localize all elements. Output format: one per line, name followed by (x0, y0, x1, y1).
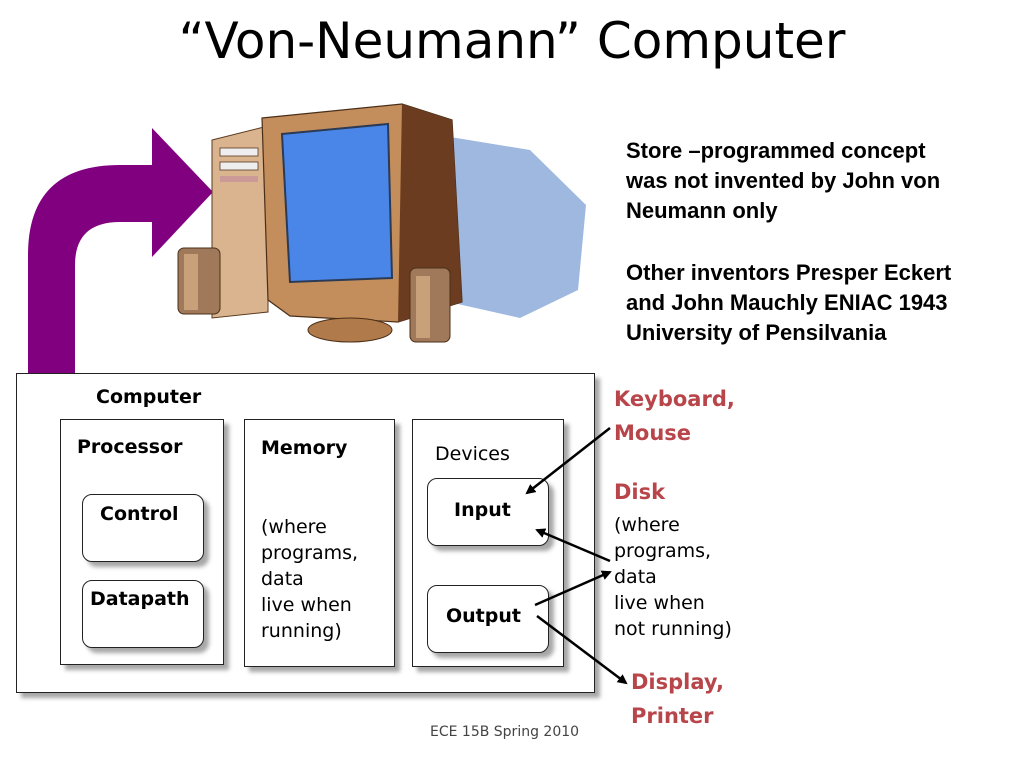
note-line: and John Mauchly ENIAC 1943 (626, 290, 948, 315)
display-line: Display, (631, 670, 724, 694)
monitor-screen (280, 122, 394, 284)
monitor-shadow-shape (420, 132, 586, 318)
note-line: Other inventors Presper Eckert (626, 260, 952, 285)
memory-desc-line: data (261, 568, 304, 590)
memory-desc-line: running) (261, 620, 342, 642)
control-box (82, 494, 204, 562)
disk-desc-line: data (614, 566, 657, 588)
arrow-disk-to-input (535, 528, 611, 563)
disk-desc-line: programs, (614, 540, 712, 562)
monitor-stand (307, 317, 393, 343)
datapath-label: Datapath (90, 588, 190, 610)
keyboard-mouse-label: Keyboard, Mouse (614, 382, 735, 450)
keyboard-line: Keyboard, (614, 387, 735, 411)
slide-footer: ECE 15B Spring 2010 (430, 724, 580, 740)
processor-label: Processor (77, 436, 183, 458)
memory-box (244, 419, 395, 667)
memory-desc-line: programs, (261, 542, 359, 564)
disk-desc-line: not running) (614, 618, 732, 640)
control-label: Control (100, 503, 179, 525)
arrow-output-to-disk (534, 570, 612, 607)
input-label: Input (454, 499, 511, 521)
computer-label: Computer (96, 386, 202, 408)
disk-desc-line: live when (614, 592, 705, 614)
memory-description: (where programs, data live when running) (261, 514, 358, 644)
datapath-box (82, 580, 204, 648)
output-label: Output (446, 605, 521, 627)
arrow-output-to-display (536, 615, 628, 685)
disk-desc-line: (where (614, 514, 680, 536)
devices-label: Devices (435, 443, 510, 465)
memory-desc-line: live when (261, 594, 352, 616)
disk-title: Disk (614, 480, 666, 504)
arrow-keyboard-to-input (525, 427, 611, 495)
slide-title: “Von-Neumann” Computer (178, 12, 846, 70)
note-line: was not invented by John von (626, 168, 941, 193)
note-line: University of Pensilvania (626, 320, 887, 345)
mouse-line: Mouse (614, 421, 692, 445)
disk-description: (where programs, data live when not runn… (614, 512, 732, 642)
purple-arrow-icon (28, 128, 213, 375)
memory-desc-line: (where (261, 516, 327, 538)
printer-line: Printer (631, 704, 714, 728)
memory-label: Memory (261, 437, 348, 459)
note-paragraph-2: Other inventors Presper Eckert and John … (626, 258, 951, 348)
display-printer-label: Display, Printer (631, 665, 724, 733)
note-line: Neumann only (626, 198, 778, 223)
note-paragraph-1: Store –programmed concept was not invent… (626, 136, 940, 226)
note-line: Store –programmed concept (626, 138, 926, 163)
output-box (427, 585, 549, 653)
